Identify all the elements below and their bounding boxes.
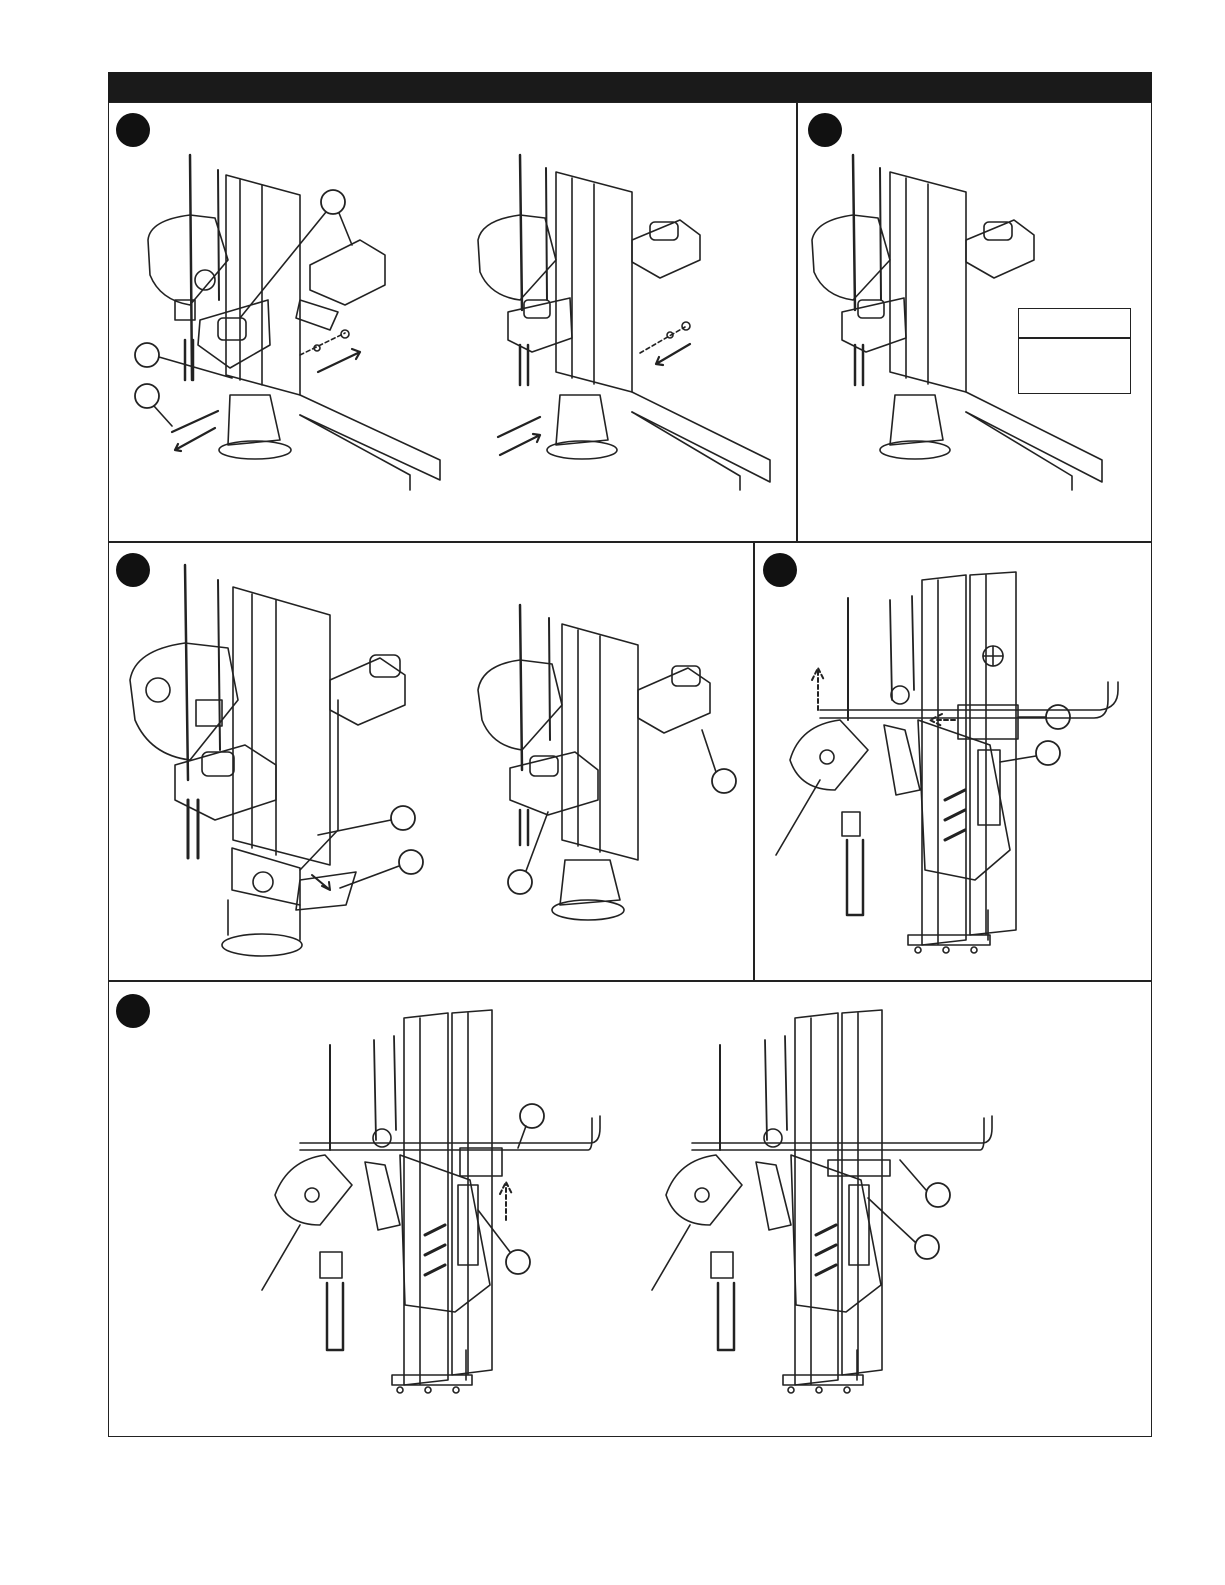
step-1-left-illustration — [135, 155, 440, 490]
step-5-left-illustration — [262, 1010, 600, 1393]
step-5-right-illustration — [652, 1010, 992, 1393]
step-3-right-illustration — [478, 605, 736, 920]
label-box-divider — [1019, 337, 1130, 339]
label-box — [1018, 308, 1131, 394]
step-4-illustration — [776, 572, 1118, 953]
step-1-right-illustration — [478, 155, 770, 490]
step-3-left-illustration — [130, 565, 423, 956]
